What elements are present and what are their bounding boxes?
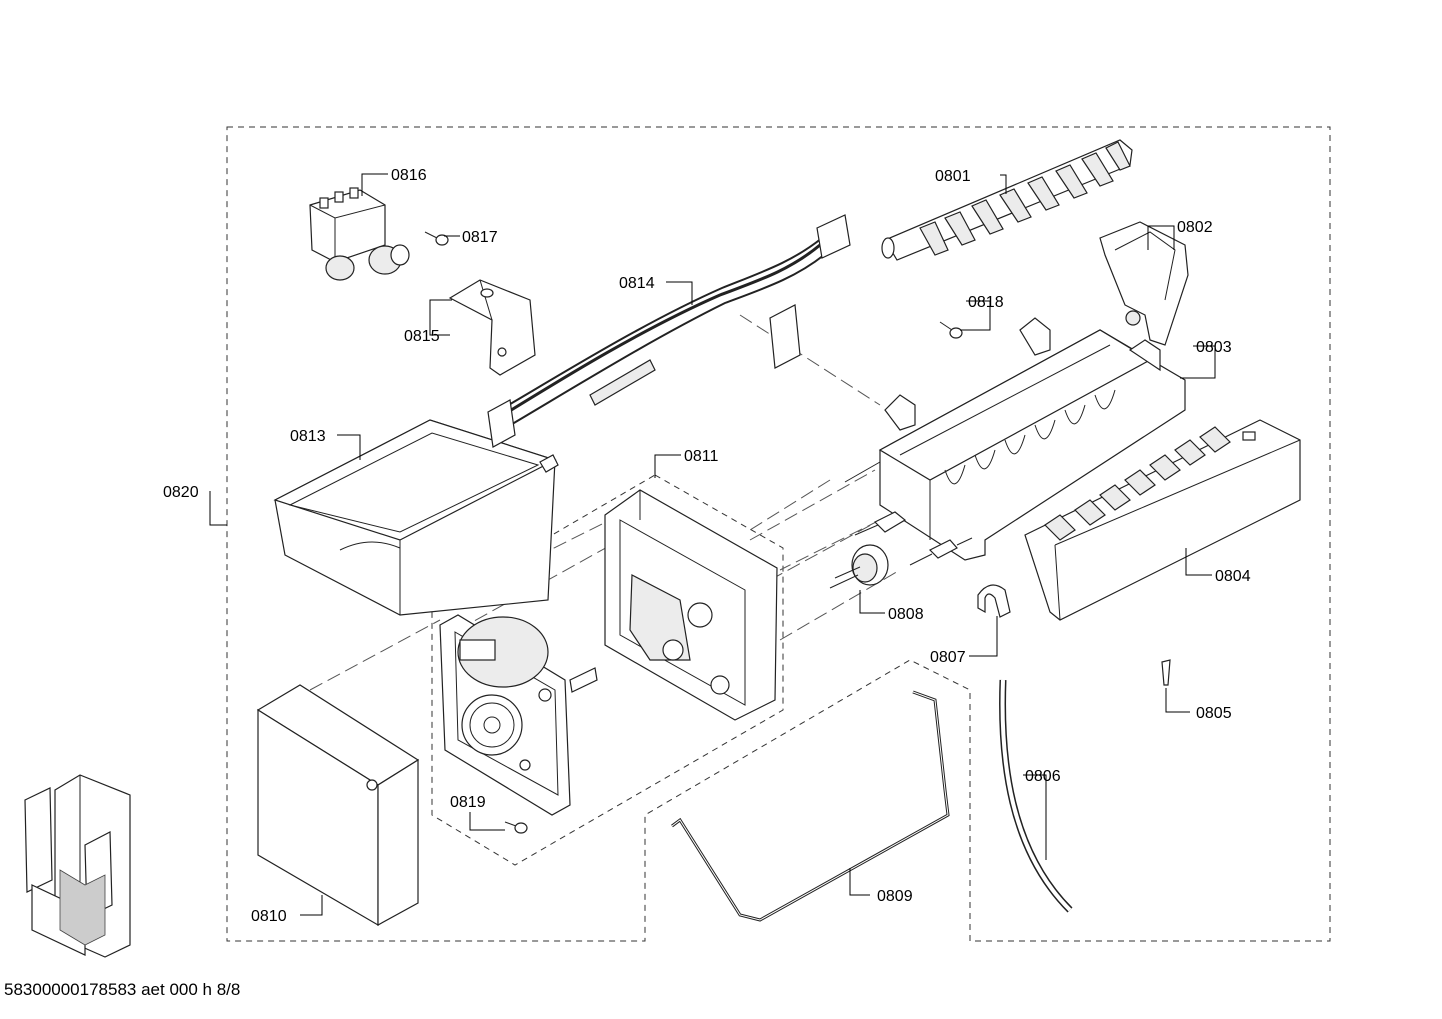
label-0810: 0810 — [251, 908, 287, 925]
part-0819-screw — [504, 821, 528, 834]
fridge-thumbnail — [24, 774, 131, 958]
document-id-footer: 58300000178583 aet 000 h 8/8 — [4, 980, 241, 999]
part-0808-thermostat — [829, 511, 973, 589]
part-0811-motor-housing — [604, 489, 778, 721]
label-0820: 0820 — [163, 484, 199, 501]
label-0814: 0814 — [619, 275, 655, 292]
part-0803-ice-mold — [844, 317, 1186, 561]
label-0816: 0816 — [391, 167, 427, 184]
part-0816-water-valve — [309, 187, 410, 281]
label-0801: 0801 — [935, 168, 971, 185]
alignment-lines — [309, 314, 901, 691]
label-0818: 0818 — [968, 294, 1004, 311]
leader-lines — [209, 173, 1216, 916]
part-0813-ice-bin — [273, 419, 559, 616]
label-0803: 0803 — [1196, 339, 1232, 356]
part-0804-front-cover — [1024, 419, 1301, 621]
label-0813: 0813 — [290, 428, 326, 445]
assembly-boundary-0820 — [226, 126, 1331, 942]
part-0809-wire-arm — [671, 690, 950, 922]
label-0809: 0809 — [877, 888, 913, 905]
label-0802: 0802 — [1177, 219, 1213, 236]
label-0815: 0815 — [404, 328, 440, 345]
label-0808: 0808 — [888, 606, 924, 623]
part-0817-screw — [424, 231, 449, 246]
part-0805-pin — [1161, 659, 1171, 686]
part-0815-bracket — [448, 279, 536, 376]
part-0807-clip — [977, 584, 1011, 618]
part-0806-tube — [999, 679, 1073, 913]
part-0802-bracket — [1099, 221, 1189, 346]
part-0810-module-cover — [256, 684, 420, 927]
part-0801-ejector-shaft — [881, 139, 1133, 261]
label-0819: 0819 — [450, 794, 486, 811]
label-0811: 0811 — [684, 448, 719, 465]
label-0817: 0817 — [462, 229, 498, 246]
label-0805: 0805 — [1196, 705, 1232, 722]
label-0804: 0804 — [1215, 568, 1251, 585]
part-labels: 0801 0802 0803 0804 0805 0806 0807 0808 … — [163, 167, 1251, 925]
part-0814-wire-harness — [487, 214, 851, 448]
label-0807: 0807 — [930, 649, 966, 666]
label-0806: 0806 — [1025, 768, 1061, 785]
part-0811-motor-plate — [439, 614, 598, 816]
part-0818-screw — [939, 321, 963, 339]
